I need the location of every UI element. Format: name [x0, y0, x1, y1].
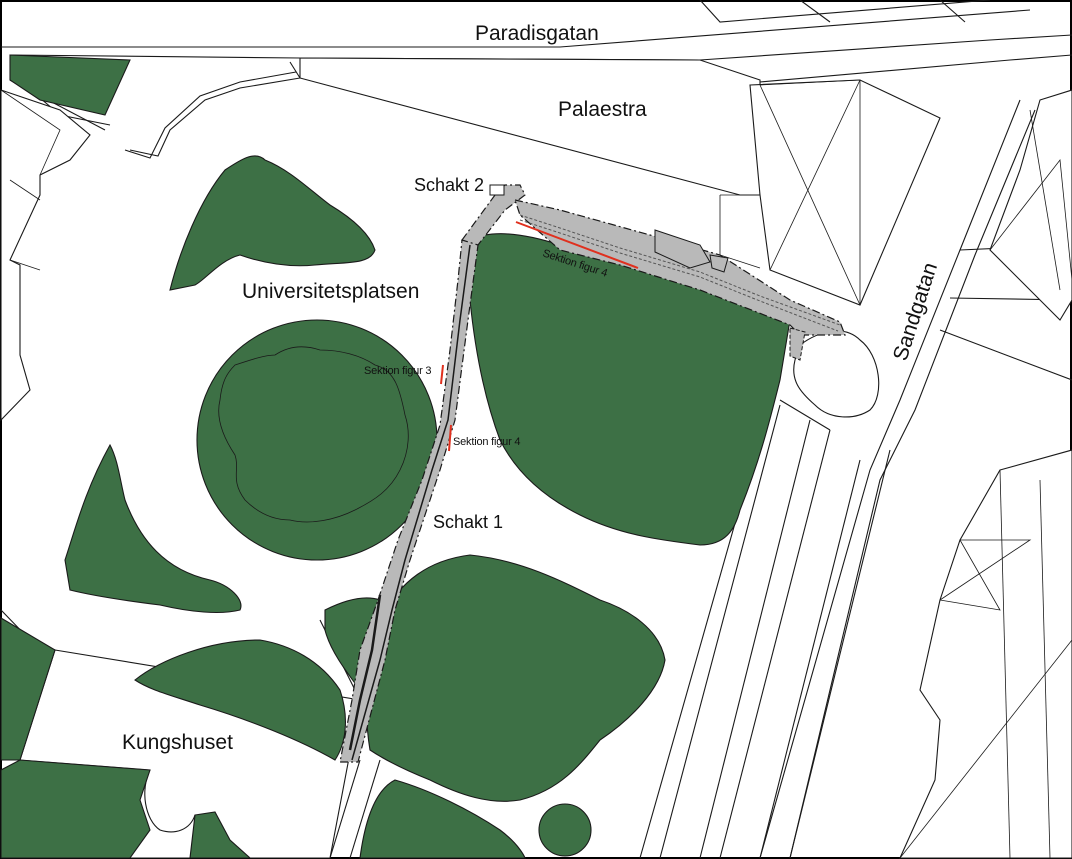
- section-markers: [440, 221, 639, 452]
- label-palaestra: Palaestra: [558, 98, 647, 121]
- label-sektion-figur-3: Sektion figur 3: [364, 365, 431, 377]
- label-sektion-figur-4-trench: Sektion figur 4: [453, 436, 520, 448]
- trench-route: [339, 184, 846, 763]
- section-line-figur-4-trench: [448, 424, 452, 452]
- section-line-figur-3: [440, 364, 444, 385]
- label-kungshuset: Kungshuset: [122, 731, 233, 754]
- greenery: [0, 54, 791, 859]
- label-schakt-2: Schakt 2: [414, 175, 484, 195]
- section-line-figur-4-north: [515, 221, 639, 269]
- label-schakt-1: Schakt 1: [433, 512, 503, 532]
- label-universitetsplatsen: Universitetsplatsen: [242, 280, 419, 303]
- label-paradisgatan: Paradisgatan: [475, 22, 599, 45]
- circular-lawn: [196, 319, 438, 561]
